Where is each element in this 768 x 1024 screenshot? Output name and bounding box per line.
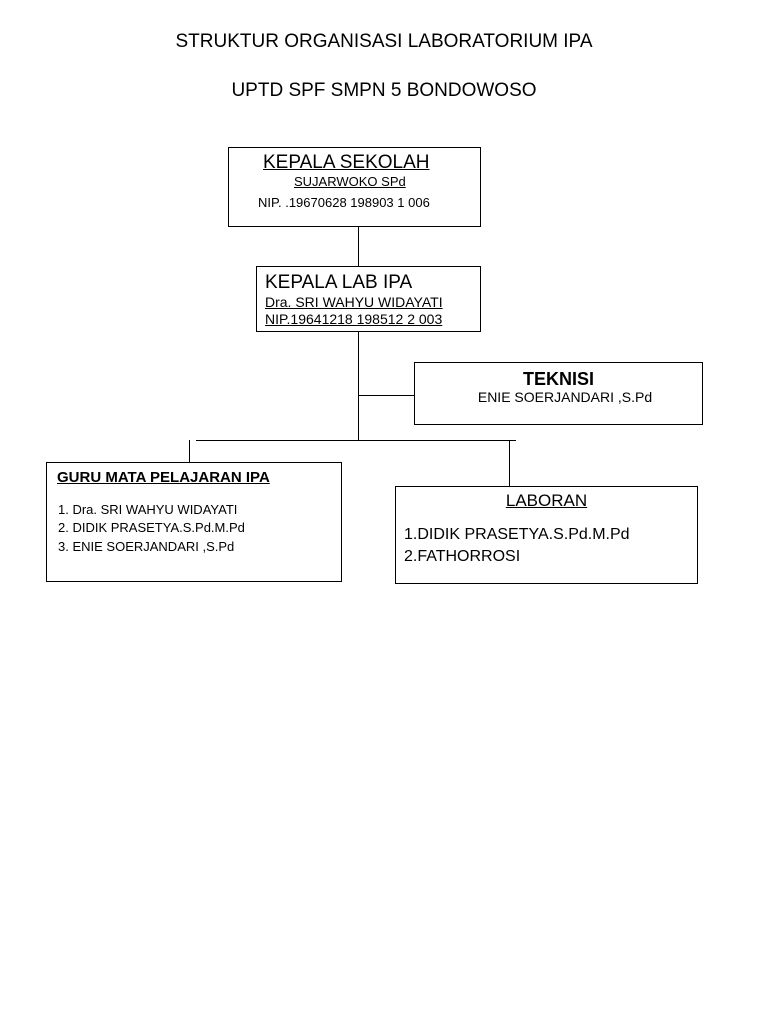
teknisi-name: ENIE SOERJANDARI ,S.Pd	[477, 389, 653, 405]
guru-heading: GURU MATA PELAJARAN IPA	[57, 469, 270, 486]
connector-trunk	[358, 331, 359, 441]
connector-guru	[189, 440, 190, 463]
connector-horizontal	[196, 440, 516, 441]
page-subtitle: UPTD SPF SMPN 5 BONDOWOSO	[231, 80, 537, 101]
kepala-lab-nip: NIP.19641218 198512 2 003	[265, 311, 443, 327]
kepala-lab-name: Dra. SRI WAHYU WIDAYATI	[265, 294, 443, 310]
connector-laboran	[509, 440, 510, 487]
laboran-heading: LABORAN	[505, 491, 588, 510]
kepala-lab-heading: KEPALA LAB IPA	[265, 272, 413, 293]
guru-box: GURU MATA PELAJARAN IPA 1. Dra. SRI WAHY…	[46, 462, 342, 582]
page-title: STRUKTUR ORGANISASI LABORATORIUM IPA	[175, 31, 593, 52]
teknisi-box: TEKNISI ENIE SOERJANDARI ,S.Pd	[414, 362, 703, 425]
laboran-member-1: 1.DIDIK PRASETYA.S.Pd.M.Pd	[404, 526, 630, 543]
kepala-sekolah-nip: NIP. .19670628 198903 1 006	[258, 195, 430, 210]
guru-member-3: 3. ENIE SOERJANDARI ,S.Pd	[58, 539, 235, 554]
kepala-sekolah-box: KEPALA SEKOLAH SUJARWOKO SPd NIP. .19670…	[228, 147, 481, 227]
connector-teknisi	[358, 395, 415, 396]
laboran-member-2: 2.FATHORROSI	[404, 548, 521, 565]
laboran-box: LABORAN 1.DIDIK PRASETYA.S.Pd.M.Pd 2.FAT…	[395, 486, 698, 584]
teknisi-heading: TEKNISI	[522, 369, 594, 389]
kepala-sekolah-heading: KEPALA SEKOLAH	[263, 152, 430, 173]
guru-member-1: 1. Dra. SRI WAHYU WIDAYATI	[58, 502, 238, 517]
guru-member-2: 2. DIDIK PRASETYA.S.Pd.M.Pd	[58, 520, 245, 535]
kepala-sekolah-name: SUJARWOKO SPd	[294, 174, 406, 189]
kepala-lab-box: KEPALA LAB IPA Dra. SRI WAHYU WIDAYATI N…	[256, 266, 481, 332]
connector-kepsek-kalab	[358, 226, 359, 267]
